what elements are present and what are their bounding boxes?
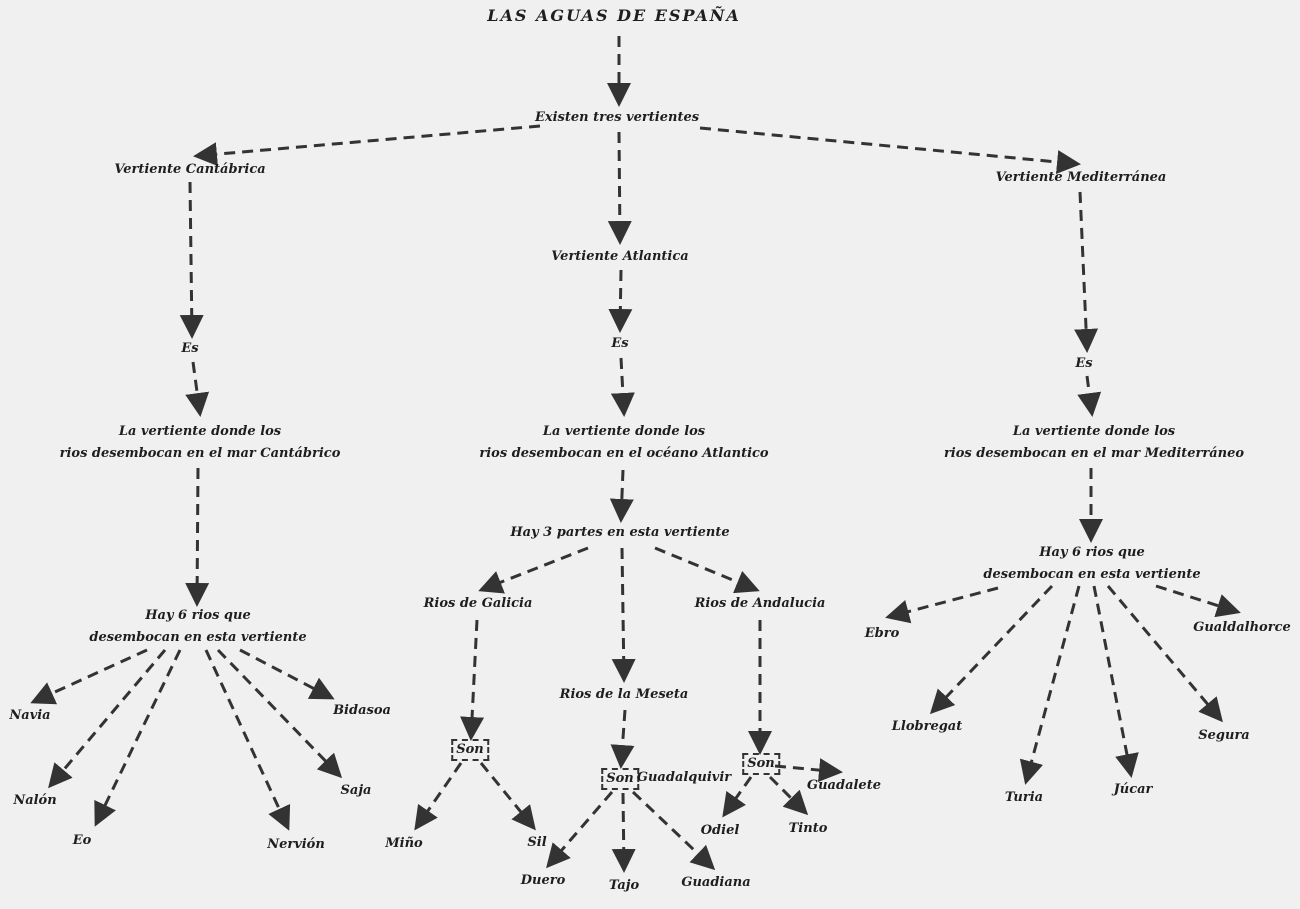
river-nalon[interactable]: Nalón	[13, 793, 57, 808]
river-eo[interactable]: Eo	[72, 833, 92, 848]
mediterranea-definition-line2: rios desembocan en el mar Mediterráneo	[943, 446, 1245, 461]
atlantica-parts-node[interactable]: Hay 3 partes en esta vertiente	[510, 525, 730, 540]
river-llobregat[interactable]: Llobregat	[891, 719, 963, 734]
andalucia-node[interactable]: Rios de Andalucia	[694, 596, 826, 611]
river-turia[interactable]: Turia	[1004, 790, 1044, 805]
cantabrica-es-node[interactable]: Es	[181, 341, 199, 356]
atlantica-definition-node[interactable]: La vertiente donde los rios desembocan e…	[479, 421, 768, 465]
river-tajo[interactable]: Tajo	[608, 878, 640, 893]
connector-arrow	[1106, 585, 1223, 723]
cantabrica-definition-line2: rios desembocan en el mar Cantábrico	[59, 446, 341, 461]
connector-arrow	[610, 709, 635, 769]
atlantica-node[interactable]: Vertiente Atlantica	[551, 249, 689, 264]
mediterranea-node[interactable]: Vertiente Mediterránea	[995, 170, 1167, 185]
connector-arrow	[1077, 375, 1102, 417]
river-tinto[interactable]: Tinto	[788, 821, 828, 836]
river-bidasoa[interactable]: Bidasoa	[333, 703, 391, 718]
connector-arrow	[631, 790, 716, 871]
connector-arrow	[546, 791, 614, 869]
connector-arrow	[1092, 585, 1139, 778]
atlantica-definition-line1: La vertiente donde los	[542, 424, 706, 439]
connector-arrow	[48, 649, 167, 789]
connector-arrow	[239, 648, 335, 700]
connector-arrow	[607, 131, 632, 245]
mediterranea-count-line2: desembocan en esta vertiente	[983, 567, 1201, 582]
connector-arrow	[216, 648, 343, 779]
river-mino[interactable]: Miño	[385, 836, 423, 851]
river-odiel[interactable]: Odiel	[700, 823, 740, 838]
river-saja[interactable]: Saja	[340, 783, 372, 798]
connector-arrow	[699, 126, 1081, 174]
river-guadalete[interactable]: Guadalete	[807, 778, 881, 793]
river-navia[interactable]: Navia	[9, 708, 51, 723]
meseta-node[interactable]: Rios de la Meseta	[559, 687, 689, 702]
cantabrica-count-line1: Hay 6 rios que	[145, 608, 251, 623]
connector-arrow	[609, 469, 634, 523]
river-segura[interactable]: Segura	[1198, 728, 1250, 743]
connector-arrow	[204, 649, 291, 831]
galicia-node[interactable]: Rios de Galicia	[423, 596, 533, 611]
connector-arrow	[608, 269, 633, 333]
connector-arrow	[185, 467, 210, 607]
connector-arrow	[1019, 585, 1081, 785]
atlantica-definition-line2: rios desembocan en el océano Atlantico	[479, 446, 769, 461]
connector-arrow	[414, 762, 463, 831]
mediterranea-definition-line1: La vertiente donde los	[1012, 424, 1176, 439]
connector-arrow	[774, 758, 843, 783]
connector-arrow	[193, 124, 541, 167]
cantabrica-count-node[interactable]: Hay 6 rios que desembocan en esta vertie…	[89, 605, 306, 649]
river-gualdalhorce[interactable]: Gualdalhorce	[1193, 620, 1291, 635]
connector-arrow	[460, 619, 485, 741]
cantabrica-node[interactable]: Vertiente Cantábrica	[114, 162, 266, 177]
connector-arrow	[611, 547, 636, 683]
mediterranea-definition-node[interactable]: La vertiente donde los rios desembocan e…	[944, 421, 1244, 465]
map-title[interactable]: LAS AGUAS DE ESPAÑA	[487, 6, 741, 25]
connector-arrow	[885, 586, 999, 624]
connector-arrow	[611, 792, 636, 873]
river-sil[interactable]: Sil	[527, 835, 547, 850]
connector-arrow	[179, 181, 204, 339]
connector-arrow	[610, 357, 635, 417]
river-nervion[interactable]: Nervión	[267, 837, 325, 852]
connector-arrow	[479, 762, 536, 831]
galicia-son-node[interactable]: Son	[451, 739, 489, 761]
root-node[interactable]: Existen tres vertientes	[534, 110, 700, 125]
river-guadalquivir[interactable]: Guadalquivir	[636, 770, 732, 785]
river-guadiana[interactable]: Guadiana	[681, 875, 751, 890]
river-duero[interactable]: Duero	[520, 873, 566, 888]
andalucia-son-node[interactable]: Son	[742, 753, 780, 775]
river-ebro[interactable]: Ebro	[864, 626, 900, 641]
connector-arrow	[768, 775, 809, 816]
connector-arrow	[722, 776, 753, 818]
mediterranea-es-node[interactable]: Es	[1075, 356, 1093, 371]
connector-arrow	[478, 546, 589, 594]
meseta-son-node[interactable]: Son	[601, 768, 639, 790]
mediterranea-count-line1: Hay 6 rios que	[1039, 545, 1145, 560]
connector-arrow	[30, 648, 148, 705]
river-jucar[interactable]: Júcar	[1113, 782, 1153, 797]
connector-arrow	[1155, 584, 1241, 618]
mediterranea-count-node[interactable]: Hay 6 rios que desembocan en esta vertie…	[983, 542, 1200, 586]
connector-arrow	[1074, 191, 1099, 353]
connector-arrow	[94, 649, 182, 827]
connector-arrow	[654, 546, 760, 594]
connector-arrow	[185, 361, 210, 417]
cantabrica-count-line2: desembocan en esta vertiente	[89, 630, 307, 645]
cantabrica-definition-node[interactable]: La vertiente donde los rios desembocan e…	[60, 421, 341, 465]
connector-arrow	[929, 584, 1054, 715]
atlantica-es-node[interactable]: Es	[611, 336, 629, 351]
cantabrica-definition-line1: La vertiente donde los	[118, 424, 282, 439]
